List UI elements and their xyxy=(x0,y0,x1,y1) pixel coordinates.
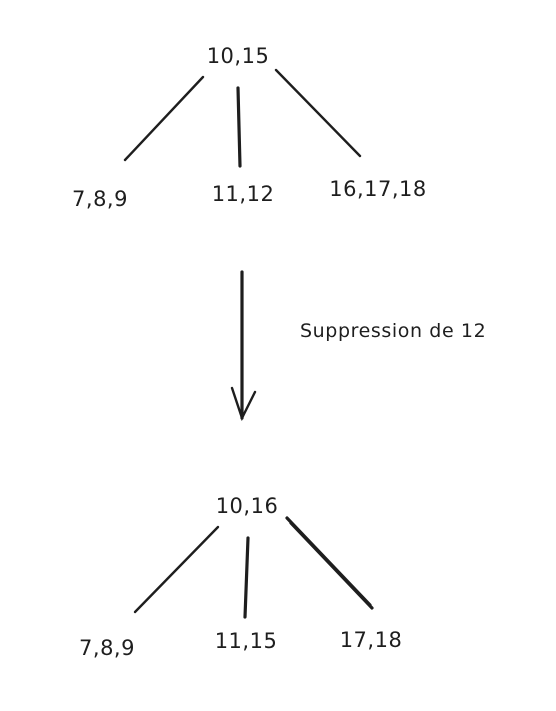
tree-after-edge-right xyxy=(285,516,374,610)
tree-after-edge-middle xyxy=(243,536,250,619)
tree-after-child-left: 7,8,9 xyxy=(79,636,135,660)
tree-after-child-middle: 11,15 xyxy=(215,629,278,653)
tree-before-edge-left xyxy=(123,75,205,162)
tree-before-edge-middle xyxy=(236,86,242,168)
tree-after: 10,16 7,8,9 11,15 17,18 xyxy=(79,494,402,660)
tree-before-root-node: 10,15 xyxy=(207,44,270,68)
tree-before-edge-right xyxy=(274,68,362,158)
tree-before-child-left: 7,8,9 xyxy=(72,187,128,211)
tree-after-child-right: 17,18 xyxy=(340,628,403,652)
tree-before: 10,15 7,8,9 11,12 16,17,18 xyxy=(72,44,427,211)
tree-after-root-node: 10,16 xyxy=(216,494,279,518)
down-arrow-head xyxy=(230,386,257,422)
tree-after-edge-left xyxy=(133,525,220,614)
tree-before-child-middle: 11,12 xyxy=(212,182,275,206)
transition-label: Suppression de 12 xyxy=(300,320,486,342)
transition: Suppression de 12 xyxy=(230,270,486,422)
tree-before-child-right: 16,17,18 xyxy=(329,177,427,201)
